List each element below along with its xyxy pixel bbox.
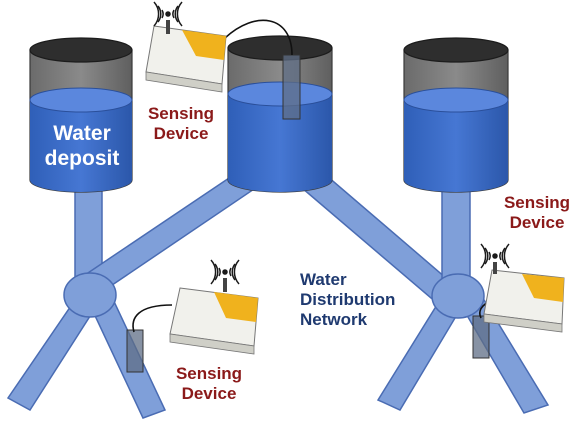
pipe-network xyxy=(6,169,550,419)
sensing-label-line-2: Device xyxy=(181,384,237,404)
cable-bottom-left xyxy=(132,304,173,333)
sensing-label-line-2: Device xyxy=(509,213,565,233)
water-deposit-line-2: deposit xyxy=(44,146,120,170)
tank-right xyxy=(403,37,509,193)
wifi-signal-icon xyxy=(153,1,183,27)
junction-left xyxy=(63,272,117,318)
sensor-device-right xyxy=(480,243,565,333)
sensing-label-line-1: Sensing xyxy=(175,364,243,383)
sensor-device-top xyxy=(145,1,227,93)
antenna-icon xyxy=(223,278,227,292)
sensing-device-label-top: Sensing Device xyxy=(138,104,224,144)
water-deposit-line-1: Water xyxy=(53,122,111,145)
antenna-icon xyxy=(493,262,497,274)
sensing-label-line-1: Sensing xyxy=(147,104,215,123)
pipe-left-out-left xyxy=(6,298,94,411)
cable-top xyxy=(224,19,293,56)
network-line-3: Network xyxy=(300,310,368,330)
sensing-device-label-right: Sensing Device xyxy=(494,193,580,233)
network-label: Water Distribution Network xyxy=(300,270,420,330)
water-deposit-label: Water deposit xyxy=(34,122,130,172)
pipe-right-vertical xyxy=(441,187,471,286)
wifi-signal-icon xyxy=(480,243,510,269)
junction-right xyxy=(431,273,485,319)
sensing-label-line-2: Device xyxy=(153,124,209,144)
sensor-device-bottom xyxy=(169,259,259,355)
probe-left-pipe xyxy=(126,329,144,373)
network-line-2: Distribution xyxy=(300,290,396,310)
antenna-icon xyxy=(166,20,170,34)
wifi-signal-icon xyxy=(210,259,240,285)
probe-center-tank xyxy=(282,54,301,120)
tank-center xyxy=(227,35,333,193)
sensing-label-line-1: Sensing xyxy=(503,193,571,212)
network-line-1: Water xyxy=(300,270,347,289)
sensing-device-label-bottom: Sensing Device xyxy=(166,364,252,404)
tank-left xyxy=(29,37,133,193)
